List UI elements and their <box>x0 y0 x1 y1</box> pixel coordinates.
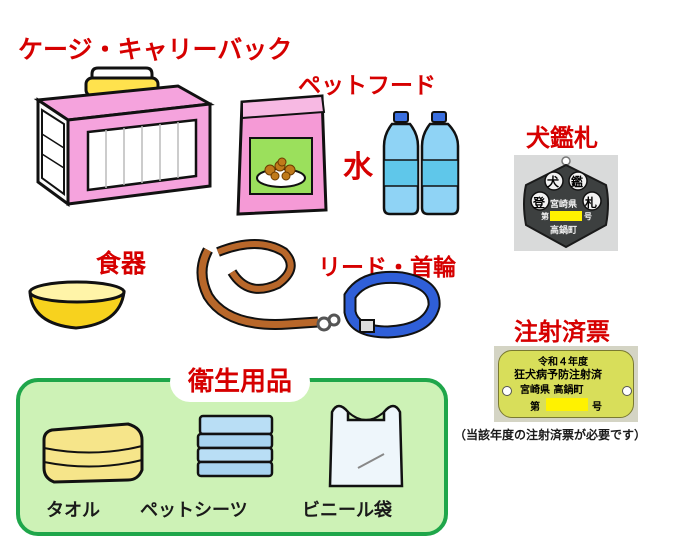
dog-tag-prefix: 第 <box>541 212 549 221</box>
injection-tag-heading: 注射済票 <box>514 318 610 346</box>
injection-tag-prefix: 第 <box>530 402 540 413</box>
food-bowl-illustration <box>28 280 126 330</box>
injection-note: （当該年度の注射済票が必要です） <box>454 428 647 442</box>
injection-tag-title: 狂犬病予防注射済 <box>514 368 602 381</box>
pet-sheets-illustration <box>196 414 274 478</box>
cage-label: ケージ・キャリーバック <box>18 35 293 64</box>
plastic-bag-illustration <box>328 404 404 488</box>
dog-tag-photo: 犬 鑑 登 札 宮崎県 第 号 高鍋町 <box>514 155 618 251</box>
dog-tag-char-2: 鑑 <box>571 175 584 189</box>
injection-tag-municipality: 宮崎県 高鍋町 <box>520 385 584 396</box>
water-bottles-illustration <box>382 111 460 216</box>
towel-illustration <box>42 422 144 484</box>
dog-tag-town: 高鍋町 <box>550 226 578 236</box>
dog-tag-heading: 犬鑑札 <box>526 124 598 152</box>
dog-tag-suffix: 号 <box>584 212 592 221</box>
dog-tag-char-4: 登 <box>533 196 546 210</box>
pet-sheets-label: ペットシーツ <box>140 500 248 521</box>
injection-tag-suffix: 号 <box>592 402 602 413</box>
leash-collar-illustration <box>196 239 441 339</box>
water-label: 水 <box>343 150 373 185</box>
injection-tag-photo: 令和４年度 狂犬病予防注射済 宮崎県 高鍋町 第 号 <box>494 346 638 422</box>
plastic-bag-label: ビニール袋 <box>302 500 392 521</box>
dog-tag-prefecture: 宮崎県 <box>550 200 578 210</box>
injection-tag-number-highlight <box>546 398 588 411</box>
injection-tag-year: 令和４年度 <box>538 357 588 368</box>
bowl-label: 食器 <box>96 249 147 278</box>
dog-tag-char-1: 犬 <box>547 175 560 189</box>
hygiene-title: 衛生用品 <box>170 362 310 402</box>
pet-food-bag-illustration <box>236 94 328 216</box>
dog-tag-char-3: 札 <box>585 196 598 210</box>
cage-carrier-illustration <box>33 66 215 207</box>
towel-label: タオル <box>46 500 100 521</box>
